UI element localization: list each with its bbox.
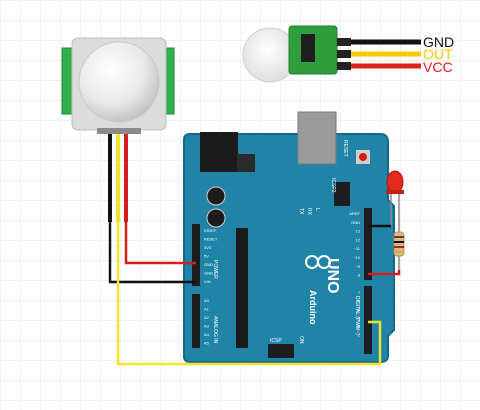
pin-label: A2 bbox=[204, 315, 210, 320]
pin-label: ~11 bbox=[354, 246, 361, 251]
pin-label: A1 bbox=[204, 307, 210, 312]
power-jack bbox=[200, 132, 238, 172]
pin-label: IOREF bbox=[204, 228, 217, 233]
rx-label: RX bbox=[306, 208, 312, 216]
capacitor-1 bbox=[206, 186, 226, 206]
mini-pir-header-pin-2 bbox=[337, 50, 351, 58]
gnd-label: GND bbox=[423, 34, 454, 50]
pin-label: GND bbox=[204, 262, 213, 267]
digital-header-lower bbox=[364, 286, 372, 354]
digital-header-title: DIGITAL (PWM~) bbox=[354, 296, 360, 335]
atmega-chip bbox=[236, 228, 248, 348]
power-pin-labels: IOREF RESET 3V3 5V GND GND VIN bbox=[204, 228, 218, 284]
pir-out-wire bbox=[116, 222, 382, 366]
vcc-label: VCC bbox=[423, 59, 453, 75]
pin-label: ~6 bbox=[355, 299, 360, 304]
analog-header bbox=[192, 294, 200, 348]
pin-label: A3 bbox=[204, 324, 210, 329]
model-label: UNO bbox=[324, 258, 341, 294]
pin-label: A0 bbox=[204, 298, 210, 303]
pin-label: 7 bbox=[358, 290, 361, 295]
pin-label: 4 bbox=[358, 316, 361, 321]
pin-label: 12 bbox=[356, 237, 361, 242]
capacitor-2 bbox=[206, 208, 226, 228]
icsp-label: ICSP bbox=[270, 338, 282, 344]
pin-label: 5V bbox=[204, 254, 209, 259]
pin-label: A5 bbox=[204, 341, 210, 346]
pir-dome bbox=[78, 41, 160, 123]
pin-label: ~5 bbox=[355, 307, 360, 312]
pin-label: ~3 bbox=[355, 324, 360, 329]
voltage-regulator bbox=[237, 154, 255, 172]
pir-connector bbox=[97, 128, 141, 134]
pir-gnd-wire bbox=[108, 222, 196, 284]
pin-label: ~9 bbox=[355, 264, 360, 269]
pin-label: 3V3 bbox=[204, 245, 212, 250]
mini-pir-header-pin-3 bbox=[337, 62, 351, 70]
analog-header-title: ANALOG IN bbox=[212, 316, 218, 344]
arduino-uno-board: RESET ICSP2 ICSP Arduino UNO TX RX L ON … bbox=[183, 111, 395, 363]
pin-label: AREF bbox=[349, 211, 360, 216]
l-label: L bbox=[314, 208, 320, 211]
brand-label: Arduino bbox=[308, 290, 318, 325]
pir-sensor bbox=[61, 37, 175, 134]
pin-label: 2 bbox=[358, 333, 361, 338]
pir-vcc-wire bbox=[124, 222, 196, 265]
usb-port bbox=[297, 111, 337, 165]
led-icon bbox=[386, 170, 404, 194]
tx-label: TX bbox=[298, 208, 304, 215]
digital-lower-pin-labels: 7 ~6 ~5 4 ~3 2 bbox=[355, 290, 360, 338]
pin-label: 8 bbox=[358, 273, 361, 278]
arduino-logo-icon bbox=[305, 255, 331, 269]
icsp2-header bbox=[334, 182, 350, 206]
icsp2-label: ICSP2 bbox=[330, 178, 336, 193]
pin-label: VIN bbox=[204, 279, 211, 284]
power-header bbox=[192, 224, 200, 286]
pin-label: RESET bbox=[204, 237, 218, 242]
led-signal-wire bbox=[368, 270, 401, 276]
on-label: ON bbox=[298, 336, 304, 344]
mini-pir-sensor: GND OUT VCC bbox=[242, 25, 454, 83]
reset-label: RESET bbox=[342, 140, 348, 157]
pin-label: 13 bbox=[356, 229, 361, 234]
digital-header-upper bbox=[364, 208, 372, 280]
reset-button-cap bbox=[359, 153, 367, 161]
led-base bbox=[386, 190, 404, 194]
led-circuit bbox=[386, 170, 405, 272]
icsp-header bbox=[268, 344, 294, 358]
pin-label: A4 bbox=[204, 332, 210, 337]
digital-upper-pin-labels: AREF GND 13 12 ~11 ~10 ~9 8 bbox=[349, 211, 360, 278]
power-header-title: POWER bbox=[212, 260, 218, 279]
mini-pir-header-pin-1 bbox=[337, 38, 351, 46]
out-label: OUT bbox=[423, 46, 453, 62]
pin-label: GND bbox=[351, 220, 360, 225]
pin-label: GND bbox=[204, 271, 213, 276]
pin-label: ~10 bbox=[353, 255, 361, 260]
mini-pir-chip bbox=[301, 34, 315, 62]
